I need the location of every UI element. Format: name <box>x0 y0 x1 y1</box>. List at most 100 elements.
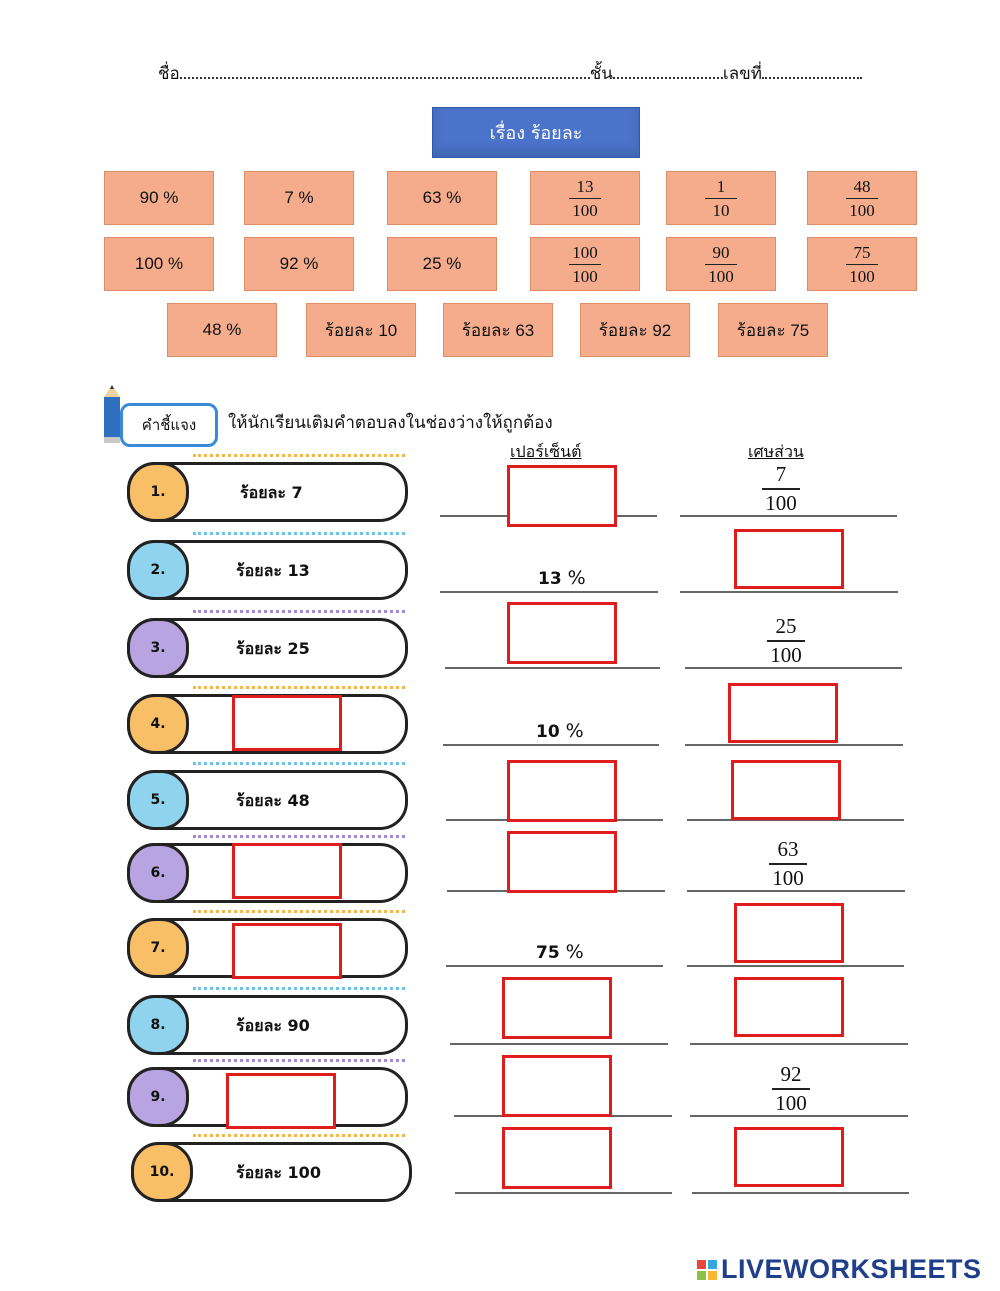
decorative-dots <box>193 1134 405 1137</box>
fraction-bar <box>846 197 878 199</box>
answer-tile[interactable]: ร้อยละ 75 <box>718 303 828 357</box>
decorative-dots <box>193 1059 405 1062</box>
question-label: ร้อยละ 13 <box>236 561 310 580</box>
answer-tile[interactable]: 63 % <box>387 171 497 225</box>
fraction-bar <box>769 863 807 865</box>
liveworksheets-logo: LIVEWORKSHEETS <box>697 1254 982 1285</box>
answer-tile[interactable]: 25 % <box>387 237 497 291</box>
pencil-icon <box>104 385 120 443</box>
answer-tile[interactable]: 92 % <box>244 237 354 291</box>
percent-answer-box[interactable] <box>502 1127 612 1189</box>
percent-value: 75 <box>536 943 566 963</box>
answer-tile[interactable]: ร้อยละ 63 <box>443 303 553 357</box>
fraction-bar <box>569 263 601 265</box>
percent-answer-box[interactable] <box>507 602 617 664</box>
fraction-bar <box>772 1088 810 1090</box>
percent-answer-line <box>450 1043 668 1045</box>
decorative-dots <box>193 762 405 765</box>
fraction-answer-line <box>680 591 898 593</box>
name-label: ชื่อ <box>158 64 180 84</box>
question-number: 3. <box>127 618 189 678</box>
fraction-answer-line <box>687 819 904 821</box>
decorative-dots <box>193 686 405 689</box>
fraction-answer-line <box>690 1043 908 1045</box>
percent-answer-box[interactable] <box>502 977 612 1039</box>
percent-answer-line <box>446 965 663 967</box>
label-answer-box[interactable] <box>232 923 342 979</box>
instruction-text: ให้นักเรียนเติมคำตอบลงในช่องว่างให้ถูกต้… <box>228 413 553 433</box>
numerator: 75 <box>853 242 871 262</box>
question-label: ร้อยละ 25 <box>236 639 310 658</box>
denominator: 100 <box>765 491 797 515</box>
question-number: 9. <box>127 1067 189 1127</box>
question-number: 2. <box>127 540 189 600</box>
name-blank[interactable] <box>179 63 590 79</box>
label-answer-box[interactable] <box>232 843 342 899</box>
percent-sign: % <box>565 941 584 963</box>
denominator: 100 <box>572 266 598 286</box>
answer-tile[interactable]: ร้อยละ 10 <box>306 303 416 357</box>
label-answer-box[interactable] <box>232 695 342 751</box>
question-label: ร้อยละ 90 <box>236 1016 310 1035</box>
decorative-dots <box>193 835 405 838</box>
fraction-answer-line <box>685 744 903 746</box>
numerator: 25 <box>775 614 797 638</box>
answer-tile[interactable]: 48 % <box>167 303 277 357</box>
question-label: ร้อยละ 7 <box>240 483 303 502</box>
percent-answer-box[interactable] <box>507 831 617 893</box>
percent-sign: % <box>567 567 586 589</box>
question-number: 10. <box>131 1142 193 1202</box>
percent-column-header: เปอร์เซ็นต์ <box>510 442 582 461</box>
answer-tile[interactable]: ร้อยละ 92 <box>580 303 690 357</box>
question-number: 4. <box>127 694 189 754</box>
percent-answer-line <box>445 667 660 669</box>
class-blank[interactable] <box>612 63 723 79</box>
label-answer-box[interactable] <box>226 1073 336 1129</box>
percent-answer-box[interactable] <box>507 760 617 822</box>
logo-text: LIVEWORKSHEETS <box>721 1254 982 1284</box>
numerator: 7 <box>775 462 787 486</box>
decorative-dots <box>193 610 405 613</box>
percent-answer-box[interactable] <box>502 1055 612 1117</box>
fraction-answer-box[interactable] <box>734 1127 844 1187</box>
number-blank[interactable] <box>761 63 862 79</box>
percent-answer-line <box>455 1192 672 1194</box>
numerator: 48 <box>853 176 871 196</box>
fraction-answer-box[interactable] <box>734 977 844 1037</box>
decorative-dots <box>193 987 405 990</box>
denominator: 10 <box>712 200 730 220</box>
fraction-bar <box>705 197 737 199</box>
numerator: 100 <box>572 242 598 262</box>
fraction-bar <box>762 488 800 490</box>
student-info-line: ชื่อชั้นเลขที่ <box>158 60 862 87</box>
fraction-answer-box[interactable] <box>734 903 844 963</box>
fraction-answer-line <box>692 1192 909 1194</box>
numerator: 13 <box>576 176 594 196</box>
denominator: 100 <box>708 266 734 286</box>
numerator: 1 <box>716 176 726 196</box>
percent-answer-line <box>443 744 659 746</box>
percent-answer-box[interactable] <box>507 465 617 527</box>
fraction-answer-line <box>687 890 905 892</box>
fraction-answer-box[interactable] <box>728 683 838 743</box>
answer-tile[interactable]: 100 % <box>104 237 214 291</box>
decorative-dots <box>193 532 405 535</box>
answer-tile[interactable]: 90 % <box>104 171 214 225</box>
denominator: 100 <box>849 266 875 286</box>
answer-tile[interactable]: 7 % <box>244 171 354 225</box>
fraction-answer-box[interactable] <box>731 760 841 820</box>
fraction-answer-box[interactable] <box>734 529 844 589</box>
fraction-answer-line <box>680 515 897 517</box>
